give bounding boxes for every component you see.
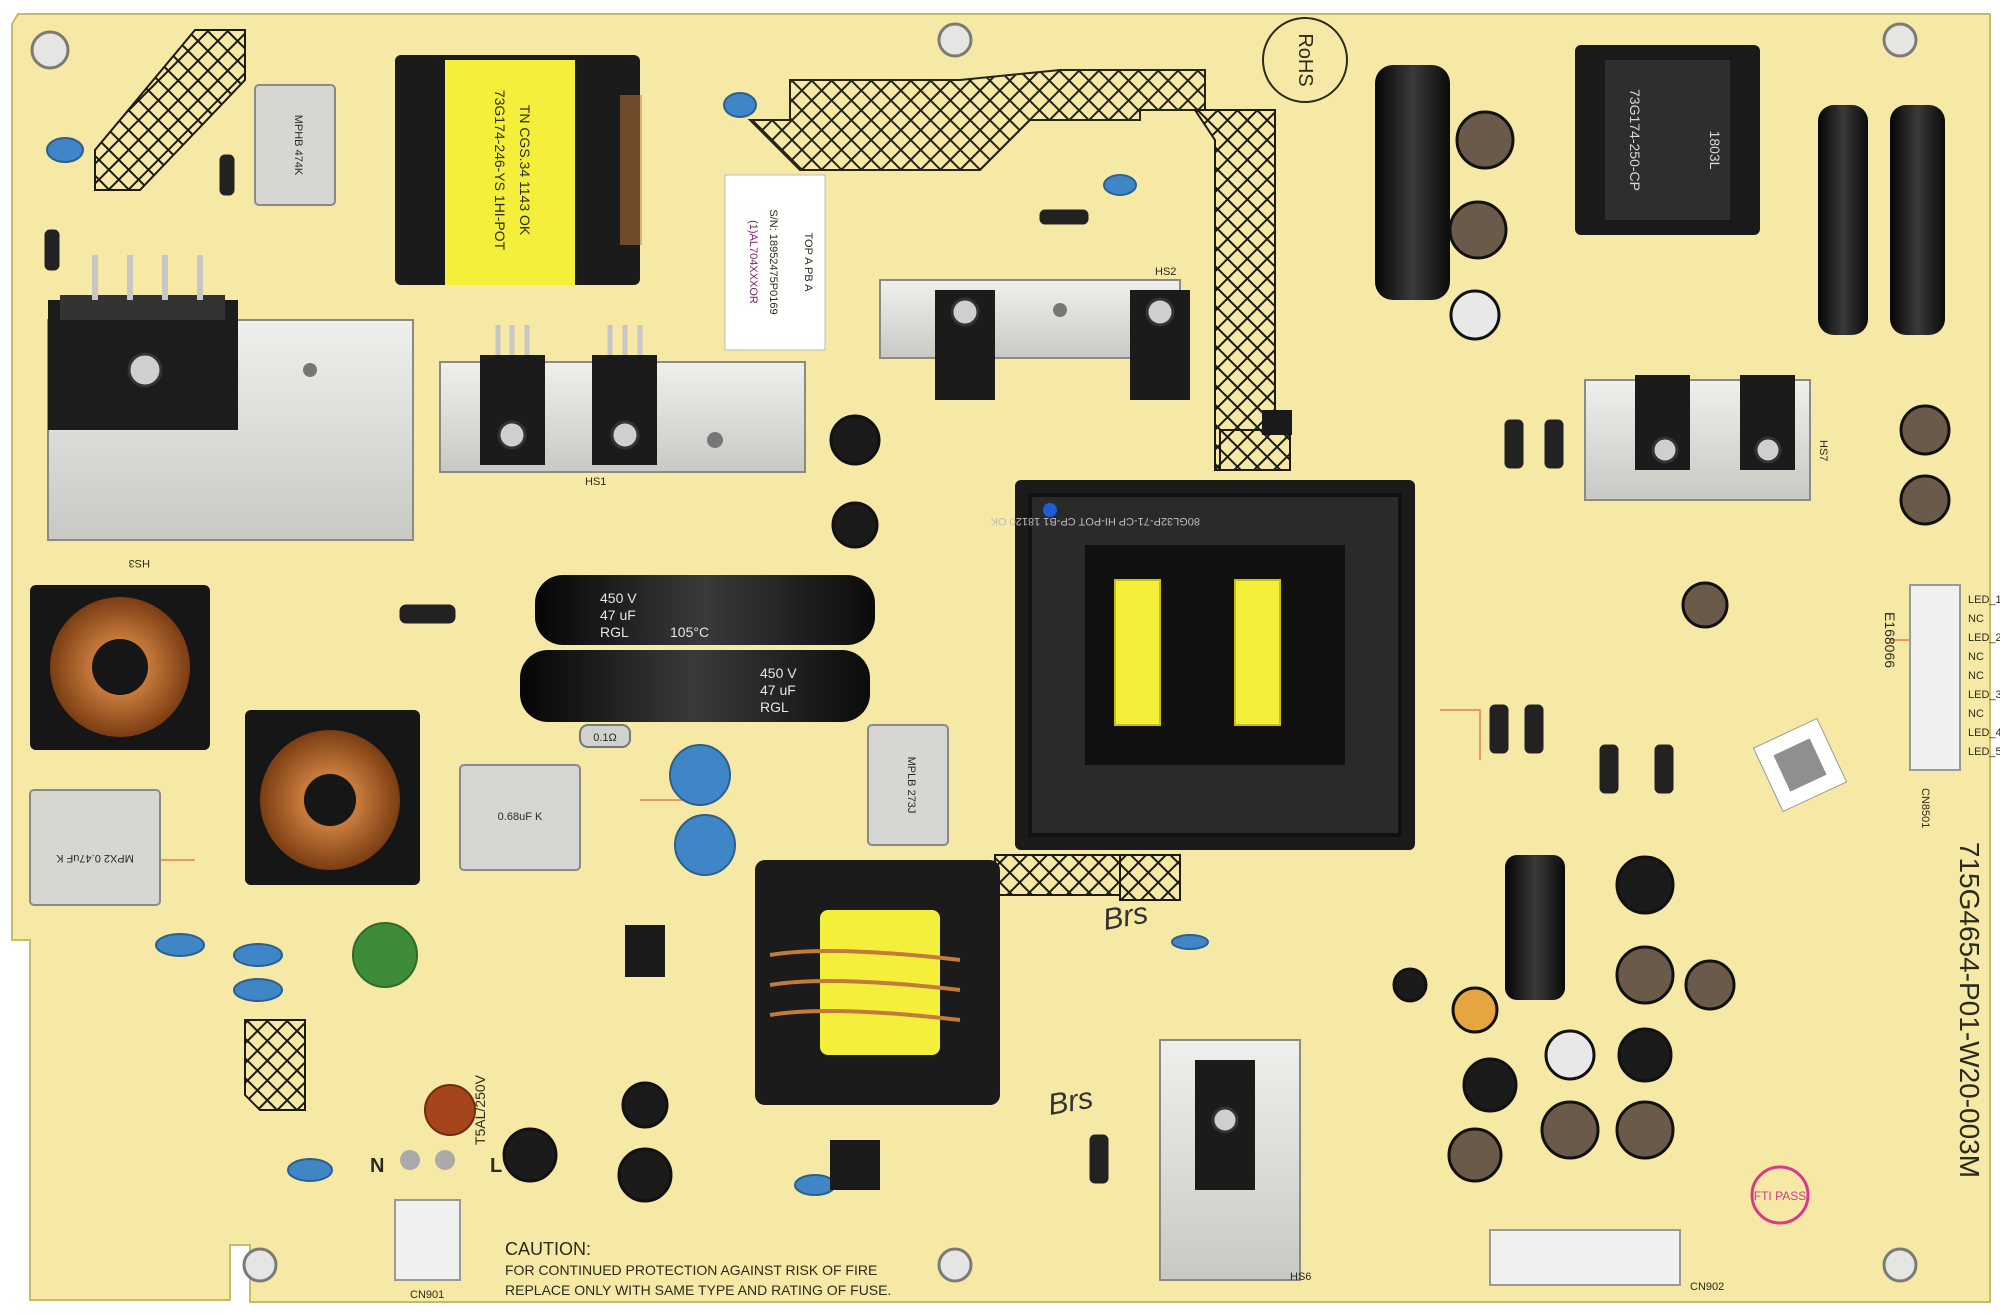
- cn901-label: CN901: [410, 1289, 444, 1301]
- shunt-resistor-label: 0.1Ω: [593, 732, 617, 744]
- cn8501-label: CN8501: [1919, 788, 1931, 828]
- heatsink-hs7: HS7: [1584, 375, 1829, 501]
- heatsink-hs6: HS6: [1159, 1039, 1311, 1283]
- standby-transformer-line1: 73G174-246-YS 1HI-POT: [492, 90, 508, 251]
- fti-stamp-text: FTI PASS: [1754, 1189, 1806, 1203]
- varistor: [424, 1084, 476, 1136]
- led-pin-7: NC: [1968, 708, 1984, 720]
- filmcap-label: MPHB 474K: [292, 115, 304, 176]
- led-pin-2: NC: [1968, 613, 1984, 625]
- caution-line-2: REPLACE ONLY WITH SAME TYPE AND RATING O…: [505, 1282, 891, 1298]
- mounting-holes: [30, 22, 1918, 1283]
- pfc-inductor-code: 1803L: [1707, 131, 1723, 170]
- fti-stamp: FTI PASS: [1750, 1165, 1810, 1225]
- hs3-label: HS3: [129, 557, 150, 569]
- barcode-sticker: [1752, 717, 1848, 813]
- cap2-voltage: 450 V: [760, 665, 797, 681]
- hs2-label: HS2: [1155, 266, 1176, 278]
- common-mode-choke-2: [245, 710, 420, 885]
- cap2-capacitance: 47 uF: [760, 682, 796, 698]
- cn902-label: CN902: [1690, 1281, 1724, 1293]
- fuse-rating: T5AL/250V: [472, 1074, 488, 1145]
- cap1-temp: 105°C: [670, 624, 709, 640]
- hatched-copper-area: [94, 29, 1291, 1111]
- output-connector-cn902: CN902: [1489, 1229, 1724, 1293]
- film-capacitors: [29, 84, 949, 906]
- hs6-label: HS6: [1290, 1271, 1311, 1283]
- led-pin-3: LED_2: [1968, 632, 2000, 644]
- shunt-resistor: [579, 724, 631, 748]
- led-pin-4: NC: [1968, 651, 1984, 663]
- board-part-number: 715G4654-P01-W20-003M: [1954, 842, 1985, 1178]
- ceramic-capacitors: [46, 92, 1209, 1196]
- vertical-capacitors: [1375, 65, 1945, 1000]
- cap1-capacitance: 47 uF: [600, 607, 636, 623]
- caution-line-1: FOR CONTINUED PROTECTION AGAINST RISK OF…: [505, 1262, 877, 1278]
- led-connector-cn8501: CN8501 LED_1 NC LED_2 NC NC LED_3 NC LED…: [1909, 584, 2000, 828]
- caution-block: CAUTION: FOR CONTINUED PROTECTION AGAINS…: [505, 1239, 891, 1298]
- led-pin-5: NC: [1968, 670, 1984, 682]
- pcb-substrate: [11, 13, 1991, 1303]
- led-pin-6: LED_3: [1968, 689, 2000, 701]
- hs7-label: HS7: [1817, 440, 1829, 461]
- input-connector-cn901: L N CN901: [370, 1150, 502, 1301]
- bulk-capacitor-2: 450 V 47 uF RGL: [520, 650, 870, 722]
- standby-transformer-line2: TN CGS.34 1143 OK: [517, 105, 533, 236]
- cap1-voltage: 450 V: [600, 590, 637, 606]
- handwritten-note-1: Brs: [1100, 897, 1150, 937]
- ul-code: E168066: [1882, 612, 1898, 668]
- rohs-text: RoHS: [1294, 33, 1316, 86]
- common-mode-choke-1: [30, 585, 210, 750]
- axial-diodes: [44, 154, 1674, 1184]
- x2-cap-1-label: MPX2 0.47uF K: [56, 852, 134, 864]
- pba-label-line3: TOP A PB A: [802, 233, 814, 293]
- heatsink-hs2: HS2: [879, 266, 1190, 400]
- main-transformer-label: 80GL32P-71-CP HI-POT CP-B1 18120 OK: [990, 515, 1200, 527]
- pfc-inductor-label: 73G174-250-CP: [1627, 89, 1643, 191]
- led-pin-8: LED_4: [1968, 727, 2000, 739]
- line-label: L: [490, 1155, 502, 1177]
- x2-cap-2-label: 0.68uF K: [498, 811, 543, 823]
- neutral-label: N: [370, 1155, 384, 1177]
- hs1-label: HS1: [585, 476, 606, 488]
- rohs-mark: RoHS: [1262, 17, 1348, 103]
- bulk-capacitor-1: 450 V 47 uF RGL 105°C: [535, 575, 875, 645]
- radial-capacitors: [502, 110, 1951, 1203]
- handwritten-note-2: Brs: [1045, 1082, 1095, 1122]
- led-pin-1: LED_1: [1968, 594, 2000, 606]
- cap1-series: RGL: [600, 624, 629, 640]
- main-transformer: 80GL32P-71-CP HI-POT CP-B1 18120 OK: [990, 480, 1415, 850]
- ntc-thermistor: [352, 922, 418, 988]
- heatsink-hs3: HS3: [47, 255, 414, 569]
- caution-title: CAUTION:: [505, 1239, 591, 1259]
- ic-chips: [625, 410, 1292, 1190]
- pfc-inductor: 73G174-250-CP 1803L: [1575, 45, 1760, 235]
- heatsink-hs1: HS1: [439, 325, 806, 488]
- cap2-series: RGL: [760, 699, 789, 715]
- standby-transformer: 73G174-246-YS 1HI-POT TN CGS.34 1143 OK: [395, 55, 642, 285]
- aux-transformer: [755, 860, 1000, 1105]
- pba-label: (1)AL704XXXOR S/N: 18952475P0169 TOP A P…: [724, 174, 826, 351]
- pba-label-line2: S/N: 18952475P0169: [767, 209, 779, 314]
- filmcap2-label: MPLB 273J: [905, 757, 917, 814]
- pba-label-line1: (1)AL704XXXOR: [747, 220, 759, 304]
- led-pin-9: LED_5: [1968, 746, 2000, 758]
